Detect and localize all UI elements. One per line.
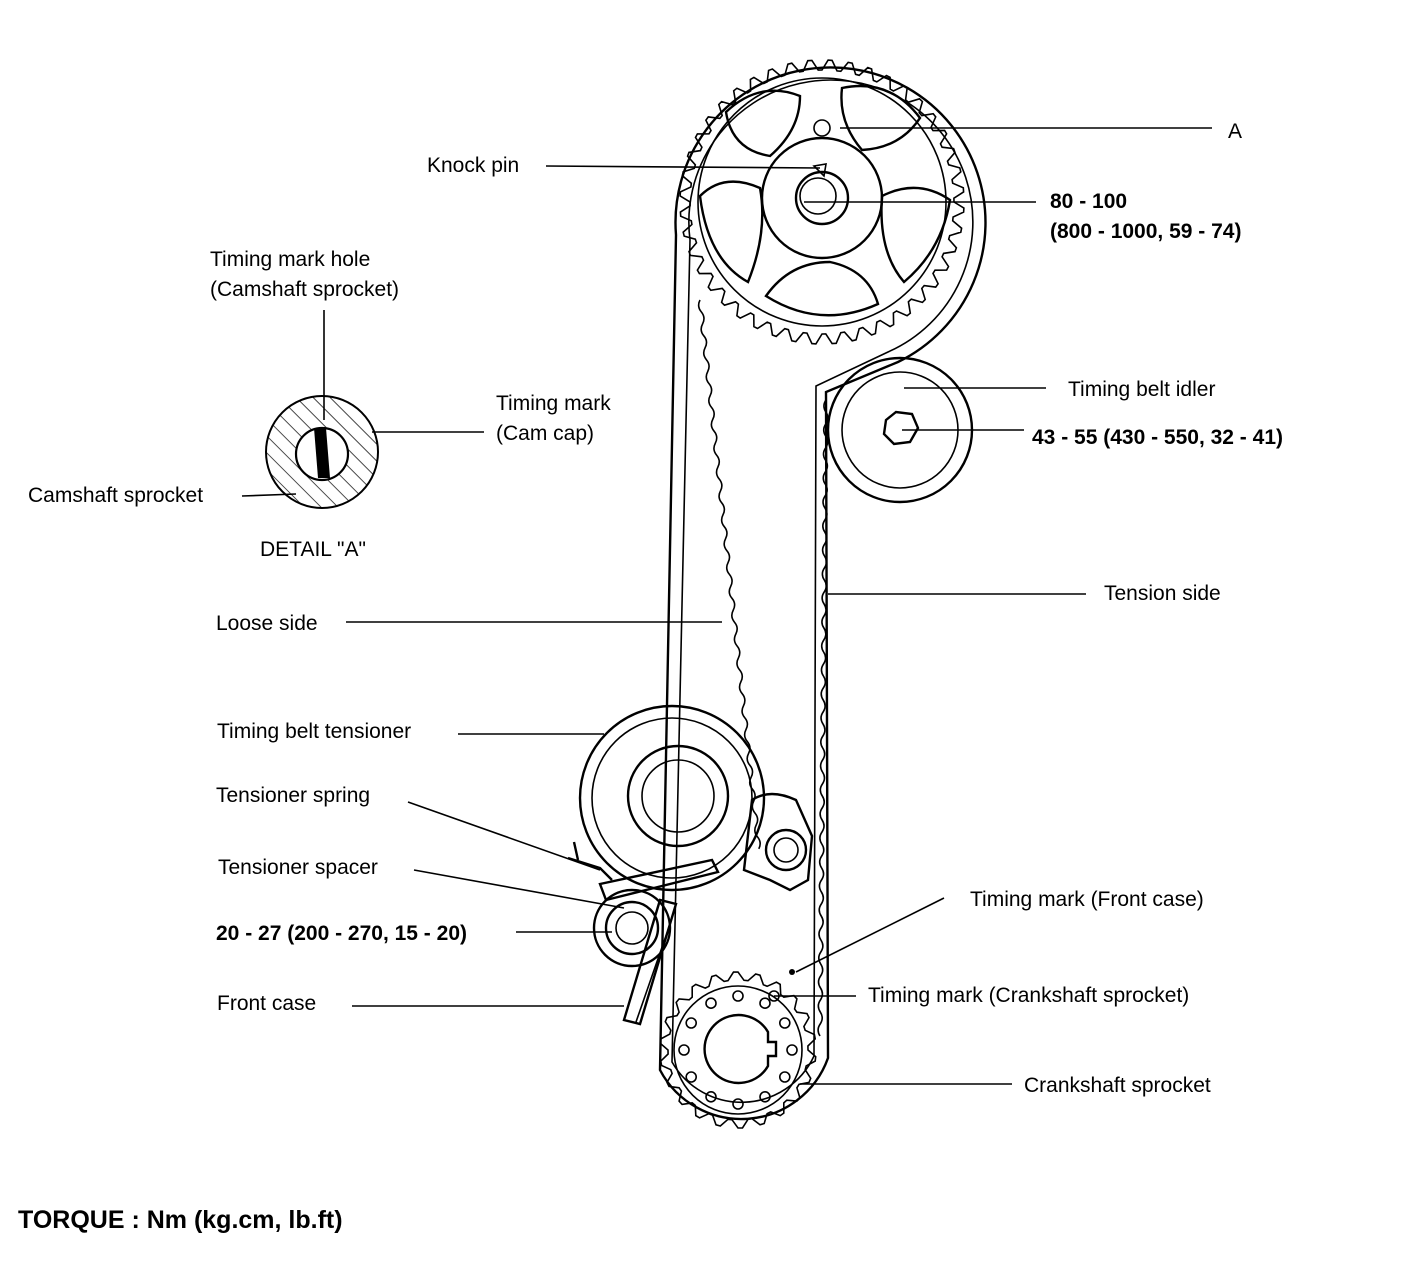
camshaft-sprocket-teeth	[679, 59, 965, 345]
tensioner-bracket-bolt	[764, 828, 808, 872]
crank-bolt-hole	[678, 1044, 690, 1056]
label-tensioner-spacer: Tensioner spacer	[218, 856, 378, 879]
cam-window-1	[724, 89, 802, 158]
torque-units-footer: TORQUE : Nm (kg.cm, lb.ft)	[18, 1206, 343, 1234]
cam-window-2	[840, 84, 922, 152]
label-timing-mark-hole-2: (Camshaft sprocket)	[210, 278, 399, 301]
leader-knock-pin	[545, 165, 821, 169]
crank-bolt-hole	[705, 997, 717, 1010]
tensioner-spring-hook	[567, 841, 613, 881]
leader-timing-mark-front-case	[795, 897, 945, 973]
crank-bolt-hole	[759, 1091, 771, 1103]
tensioner-bracket	[742, 792, 814, 892]
leader-camshaft-sprocket	[241, 493, 297, 497]
label-tensioner-spring: Tensioner spring	[216, 784, 370, 807]
leader-lines	[241, 127, 1212, 1085]
crankshaft-sprocket	[659, 971, 817, 1129]
labels: A Knock pin 80 - 100 (800 - 1000, 59 - 7…	[18, 120, 1283, 1234]
detail-a-view	[265, 310, 379, 509]
idler-bolt	[882, 410, 920, 446]
label-camshaft-sprocket: Camshaft sprocket	[28, 484, 203, 507]
spacer-bolt-center	[615, 911, 649, 945]
label-front-case: Front case	[217, 992, 316, 1015]
front-case-tab	[622, 898, 678, 1026]
leader-tensioner-spring	[407, 801, 601, 871]
label-a: A	[1228, 120, 1242, 143]
label-timing-mark-cam-1: Timing mark	[496, 392, 611, 415]
leader-tensioner-spacer	[413, 869, 625, 909]
label-timing-mark-cam-2: (Cam cap)	[496, 422, 594, 445]
label-crankshaft-sprocket: Crankshaft sprocket	[1024, 1074, 1211, 1097]
crank-bore	[703, 1013, 778, 1085]
tensioner-arm	[598, 858, 720, 902]
crank-bolt-hole	[778, 1017, 791, 1029]
label-idler: Timing belt idler	[1068, 378, 1215, 401]
belt-outline-inner	[671, 79, 974, 1104]
cam-bolt-head	[794, 170, 850, 226]
tensioner-hub	[626, 744, 730, 848]
crank-bolt-hole	[778, 1071, 791, 1083]
cam-window-5	[698, 180, 764, 284]
belt-teeth-tension-side	[817, 399, 829, 1037]
label-knock-pin: Knock pin	[427, 154, 519, 177]
cam-window-4	[764, 260, 880, 317]
label-tension-side: Tension side	[1104, 582, 1221, 605]
front-case-timing-mark	[789, 969, 795, 975]
spacer-bolt-head	[604, 900, 660, 956]
crank-bolt-hole	[685, 1017, 698, 1029]
cam-window-3	[880, 186, 952, 284]
label-tensioner: Timing belt tensioner	[217, 720, 411, 743]
label-cam-torque-2: (800 - 1000, 59 - 74)	[1050, 220, 1241, 243]
label-cam-torque-1: 80 - 100	[1050, 190, 1127, 213]
tensioner-rim	[591, 717, 753, 879]
label-tensioner-torque: 20 - 27 (200 - 270, 15 - 20)	[216, 922, 467, 945]
tensioner-outer	[578, 704, 766, 892]
front-case-tab-edge	[635, 929, 669, 1023]
belt-outline-outer	[658, 66, 987, 1121]
crank-bolt-hole	[705, 1091, 717, 1103]
cam-timing-mark-hole	[813, 119, 831, 137]
crank-bolt-hole	[732, 1098, 744, 1110]
tensioner-bracket-bolt-center	[773, 837, 799, 863]
label-timing-mark-crank: Timing mark (Crankshaft sprocket)	[868, 984, 1189, 1007]
timing-belt-tensioner	[567, 704, 814, 902]
tensioner-bore	[641, 759, 715, 833]
crank-bolt-hole	[786, 1044, 798, 1056]
label-idler-torque: 43 - 55 (430 - 550, 32 - 41)	[1032, 426, 1283, 449]
knock-pin-mark	[812, 163, 827, 178]
cam-bolt-washer	[799, 177, 837, 215]
crank-bolt-hole	[732, 990, 744, 1002]
label-detail-a: DETAIL "A"	[260, 538, 366, 561]
crankshaft-sprocket-teeth	[659, 971, 817, 1129]
cam-hub	[760, 136, 884, 260]
label-timing-mark-hole-1: Timing mark hole	[210, 248, 370, 271]
label-timing-mark-front-case: Timing mark (Front case)	[970, 888, 1204, 911]
crank-rim	[673, 985, 803, 1115]
belt-teeth-loose-side	[697, 299, 761, 850]
crank-bolt-hole	[685, 1071, 698, 1083]
timing-belt	[658, 66, 987, 1121]
crank-bolt-hole	[759, 997, 771, 1010]
label-loose-side: Loose side	[216, 612, 318, 635]
crank-bolt-holes	[678, 990, 798, 1110]
detail-a-timing-mark	[314, 428, 330, 478]
